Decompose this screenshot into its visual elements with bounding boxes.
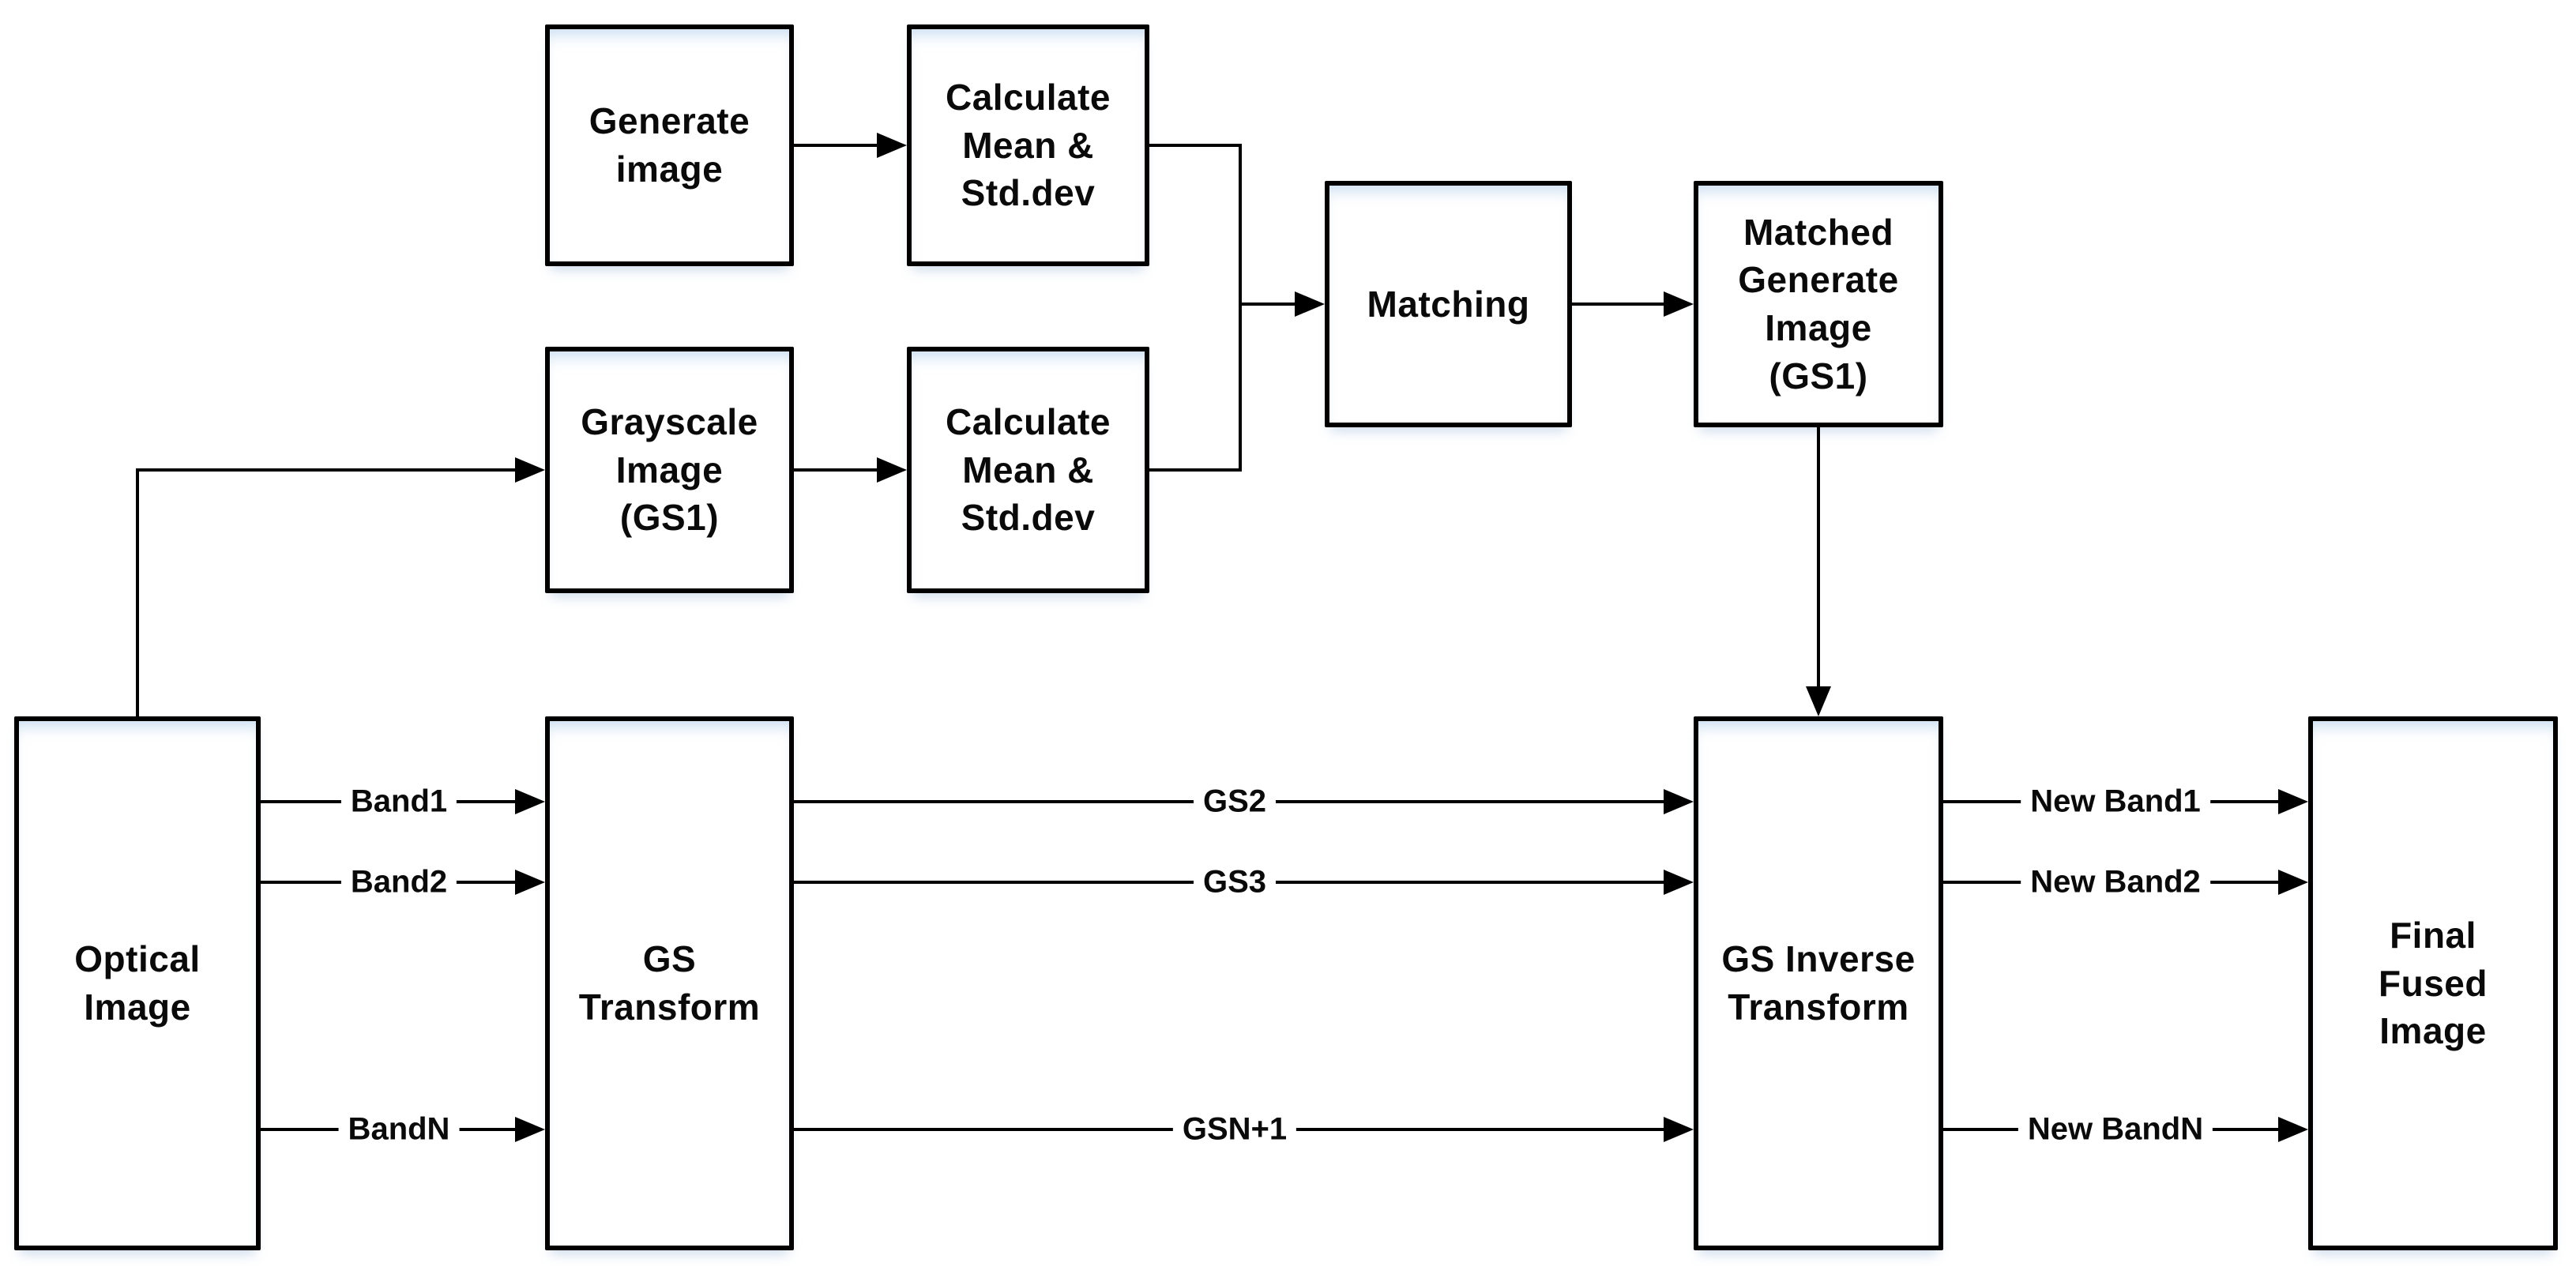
node-matching: Matching [1325, 181, 1572, 427]
connector-optical-to-grayscale-line [136, 468, 517, 472]
connector-matched-to-inverse-arrowhead [1806, 686, 1831, 716]
connector-gsn1-arrowhead [1664, 1117, 1694, 1142]
connector-new-band2-arrowhead [2278, 870, 2308, 895]
connector-optical-riser-line [136, 468, 139, 716]
edge-label-new-band2: New Band2 [2021, 864, 2210, 900]
edge-label-band2: Band2 [340, 864, 457, 900]
edge-label-gs3: GS3 [1193, 864, 1277, 900]
edge-label-new-band1: New Band1 [2021, 784, 2210, 820]
connector-generate-to-calc-line [794, 144, 879, 147]
edge-label-bandn: BandN [338, 1111, 460, 1148]
connector-matching-to-matched-arrowhead [1664, 291, 1694, 317]
connector-merge-to-matching-arrowhead [1295, 291, 1325, 317]
connector-band1-arrowhead [515, 789, 545, 814]
connector-generate-to-calc-arrowhead [877, 133, 907, 158]
connector-band2-arrowhead [515, 870, 545, 895]
connector-calc-bottom-merge-line [1149, 468, 1242, 472]
connector-merge-to-matching-line [1239, 303, 1298, 306]
connector-optical-to-grayscale-arrowhead [515, 457, 545, 483]
connector-merge-vertical-line [1239, 144, 1242, 472]
connector-bandn-arrowhead [515, 1117, 545, 1142]
edge-label-gsn-plus-1: GSN+1 [1172, 1111, 1297, 1148]
edge-label-band1: Band1 [340, 784, 457, 820]
connector-gs2-arrowhead [1664, 789, 1694, 814]
node-matching-label: Matching [1367, 283, 1530, 325]
connector-matched-to-inverse-line [1817, 427, 1820, 690]
edge-label-gs2: GS2 [1193, 784, 1277, 820]
connector-grayscale-to-calc-line [794, 468, 879, 472]
connector-calc-top-merge-line [1149, 144, 1242, 147]
connector-grayscale-to-calc-arrowhead [877, 457, 907, 483]
connector-matching-to-matched-line [1572, 303, 1667, 306]
connector-new-bandn-arrowhead [2278, 1117, 2308, 1142]
edge-label-new-bandn: New BandN [2018, 1111, 2213, 1148]
connector-new-band1-arrowhead [2278, 789, 2308, 814]
connector-gs3-arrowhead [1664, 870, 1694, 895]
